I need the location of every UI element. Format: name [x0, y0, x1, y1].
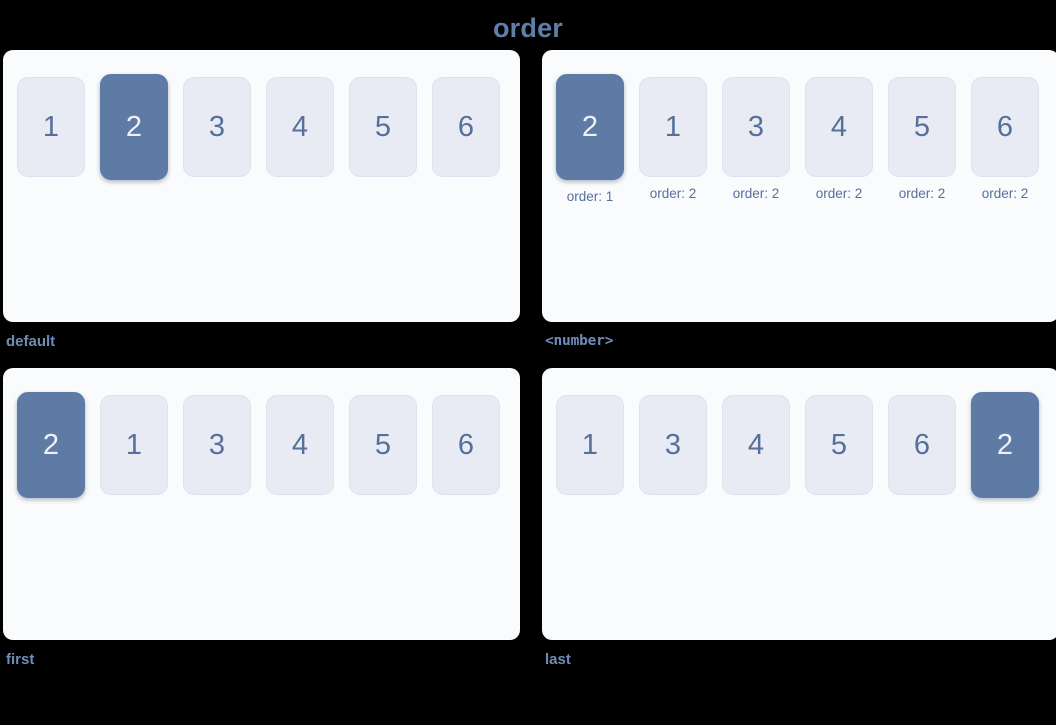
- flex-item: 3: [183, 74, 251, 177]
- order-box[interactable]: 6: [432, 395, 500, 495]
- order-box[interactable]: 1: [17, 77, 85, 177]
- flex-item: 1 order: 2: [639, 74, 707, 201]
- flex-item: 3 order: 2: [722, 74, 790, 201]
- flex-container: 2 order: 1 1 order: 2 3 order: 2 4 order: 2 5 ord…: [556, 74, 1045, 204]
- flex-item: 5 order: 2: [888, 74, 956, 201]
- order-box[interactable]: 4: [805, 77, 873, 177]
- order-value-label: order: 2: [732, 186, 780, 201]
- flex-item: 1: [100, 392, 168, 495]
- flex-item: 4: [266, 74, 334, 177]
- flex-item: 6: [432, 392, 500, 495]
- flex-item: 6 order: 2: [971, 74, 1039, 201]
- flex-item: 2: [17, 392, 85, 498]
- order-box-active[interactable]: 2: [100, 74, 168, 180]
- flex-item: 3: [183, 392, 251, 495]
- order-box[interactable]: 6: [888, 395, 956, 495]
- order-box[interactable]: 3: [183, 77, 251, 177]
- panel-caption: last: [545, 651, 571, 668]
- order-value-label: order: 2: [898, 186, 946, 201]
- flex-item: 5: [805, 392, 873, 495]
- flex-item: 2: [971, 392, 1039, 498]
- flex-item: 6: [432, 74, 500, 177]
- order-value-label: order: 2: [649, 186, 697, 201]
- flex-item: 3: [639, 392, 707, 495]
- order-box[interactable]: 5: [805, 395, 873, 495]
- flex-item: 2: [100, 74, 168, 180]
- order-value-label: order: 2: [815, 186, 863, 201]
- order-box[interactable]: 6: [971, 77, 1039, 177]
- page-title: order: [492, 13, 564, 43]
- panel-caption: <number>: [545, 333, 614, 349]
- order-box[interactable]: 1: [556, 395, 624, 495]
- order-value-label: order: 2: [981, 186, 1029, 201]
- order-box-active[interactable]: 2: [556, 74, 624, 180]
- flex-item: 1: [17, 74, 85, 177]
- order-box[interactable]: 6: [432, 77, 500, 177]
- panel-caption: first: [6, 651, 35, 668]
- order-box[interactable]: 5: [349, 395, 417, 495]
- order-box-active[interactable]: 2: [971, 392, 1039, 498]
- flex-item: 2 order: 1: [556, 74, 624, 204]
- order-box[interactable]: 3: [639, 395, 707, 495]
- flex-item: 1: [556, 392, 624, 495]
- order-box[interactable]: 5: [349, 77, 417, 177]
- order-box[interactable]: 4: [266, 395, 334, 495]
- order-value-label: order: 1: [566, 189, 614, 204]
- flex-item: 5: [349, 392, 417, 495]
- order-box[interactable]: 5: [888, 77, 956, 177]
- panel-cell: 2 order: 1 1 order: 2 3 order: 2 4 order: 2 5 ord…: [542, 50, 1056, 368]
- order-box-active[interactable]: 2: [17, 392, 85, 498]
- flex-item: 4: [722, 392, 790, 495]
- order-box[interactable]: 4: [266, 77, 334, 177]
- panel-caption: default: [6, 333, 56, 350]
- flex-item: 6: [888, 392, 956, 495]
- demo-panel: 2 order: 1 1 order: 2 3 order: 2 4 order: 2 5 ord…: [542, 50, 1056, 322]
- order-box[interactable]: 1: [639, 77, 707, 177]
- order-box[interactable]: 3: [183, 395, 251, 495]
- order-box[interactable]: 1: [100, 395, 168, 495]
- order-box[interactable]: 4: [722, 395, 790, 495]
- order-box[interactable]: 3: [722, 77, 790, 177]
- flex-item: 4 order: 2: [805, 74, 873, 201]
- flex-item: 4: [266, 392, 334, 495]
- flex-item: 5: [349, 74, 417, 177]
